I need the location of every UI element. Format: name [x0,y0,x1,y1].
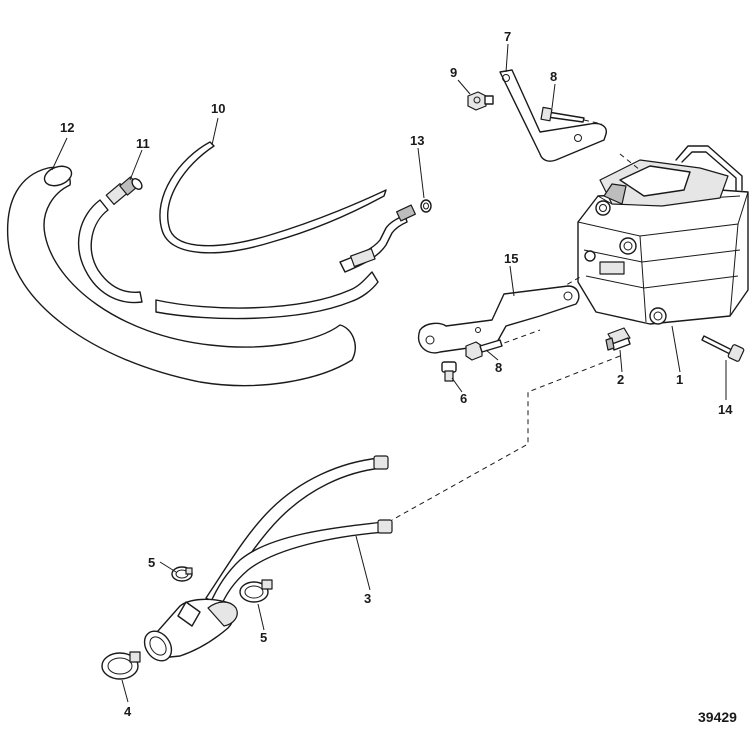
callout-8-lower: 8 [495,360,502,375]
bolt-8-upper [540,106,585,123]
callout-6: 6 [460,391,467,406]
leader-11 [129,149,143,181]
callout-15: 15 [504,251,518,266]
alignment-line [391,355,621,521]
tube-10 [159,141,387,254]
leader-13 [417,147,425,199]
callout-1: 1 [676,372,683,387]
callout-11: 11 [136,136,150,151]
o-ring-13 [420,199,432,213]
fitting-2 [605,327,631,351]
alignment-line [619,153,641,171]
callout-8-upper: 8 [550,69,557,84]
callout-9: 9 [450,65,457,80]
large-hose-12 [6,165,356,387]
hose-11 [77,176,379,320]
bracket-7 [499,69,607,162]
clamp-5-lower [239,579,273,603]
leader-12 [51,137,68,171]
clamp-4 [101,651,141,680]
module-1 [577,145,749,325]
leader-9 [457,79,471,95]
callout-12: 12 [60,120,74,135]
callout-4: 4 [124,704,132,719]
leader-3 [355,535,371,591]
callout-14: 14 [718,402,733,417]
leader-10 [211,117,219,146]
callout-13: 13 [410,133,424,148]
callout-7: 7 [504,29,511,44]
hose-fitting-11 [105,176,143,205]
leader-15 [509,265,515,297]
leader-8-upper [551,83,556,109]
leader-7 [505,43,509,73]
leader-6 [451,377,463,393]
bolt-14 [701,335,745,362]
bolt-6 [441,361,457,382]
figure-number: 39429 [698,709,737,725]
leader-1 [671,325,681,373]
callout-5-lower: 5 [260,630,267,645]
fuel-line-13 [339,199,432,273]
callout-10: 10 [211,101,225,116]
leader-4 [121,679,129,703]
callout-5-upper: 5 [148,555,155,570]
leader-5-lower [257,603,265,631]
alignment-line [495,329,541,347]
bracket-15 [417,285,580,354]
callout-2: 2 [617,372,624,387]
bolt-8-lower [465,339,503,361]
leader-8-lower [485,349,499,361]
leader-5-upper [159,561,177,573]
nut-9 [467,91,494,111]
clamp-5-upper [171,566,193,582]
leader-2 [619,349,623,373]
hose-assembly-3 [143,455,393,662]
callout-3: 3 [364,591,371,606]
alignment-line [583,119,603,125]
